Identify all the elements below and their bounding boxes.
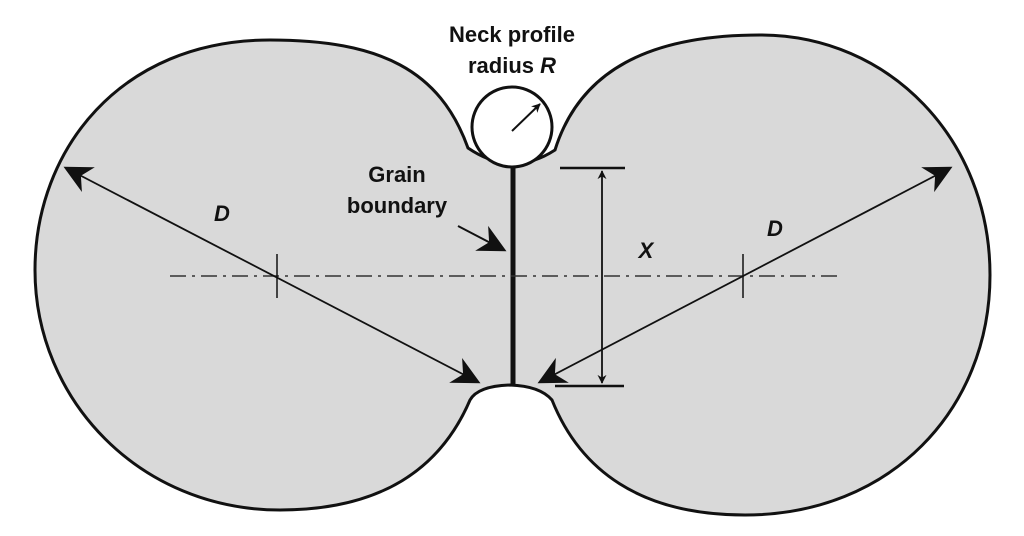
neck-profile-circle	[470, 85, 554, 169]
neck-radius-symbol: R	[540, 53, 556, 78]
neck-radius-arrow	[511, 103, 541, 132]
grain-boundary-label-line2: boundary	[347, 193, 448, 218]
grain-boundary-label-line1: Grain	[368, 162, 425, 187]
neck-profile-label-prefix: radius	[468, 53, 540, 78]
right-diameter-label: D	[767, 216, 783, 241]
left-diameter-arrow	[63, 166, 481, 384]
neck-profile-label-line2: radius R	[468, 53, 556, 78]
grain-boundary-pointer	[457, 225, 507, 252]
right-diameter-arrow	[537, 166, 953, 384]
left-diameter-label: D	[214, 201, 230, 226]
neck-profile-label-line1: Neck profile	[449, 22, 575, 47]
neck-size-label: X	[637, 238, 655, 263]
